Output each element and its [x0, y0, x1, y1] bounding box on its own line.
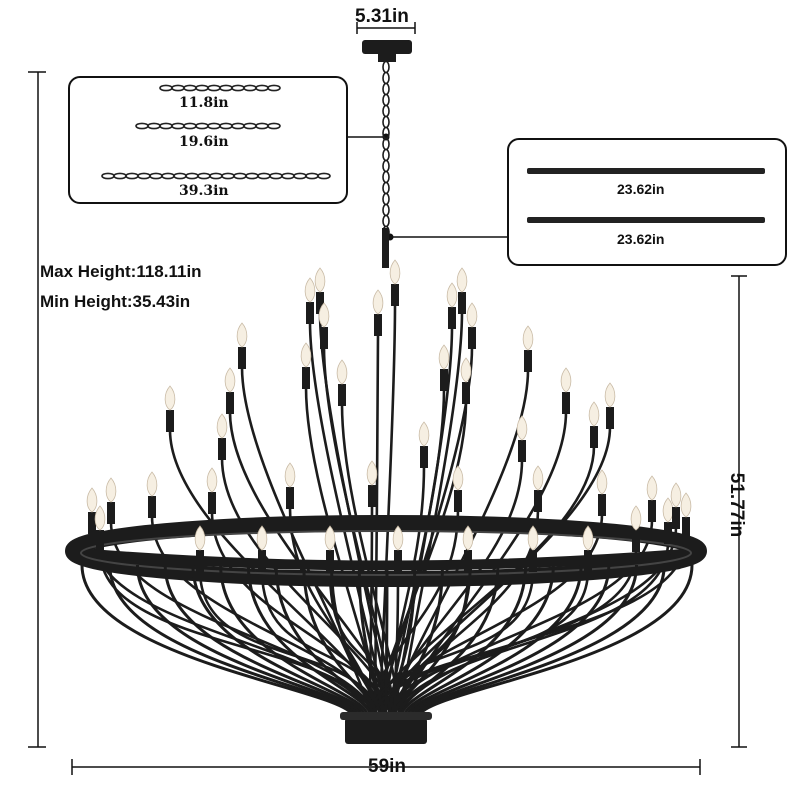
max-height-label: Max Height:118.11in [40, 262, 202, 281]
chain-length-label-2: 19.6in [179, 134, 229, 150]
rod-length-label-1: 23.62in [617, 181, 665, 197]
dimension-lines [28, 22, 747, 775]
hanging-chain [382, 60, 390, 239]
candle-lights [86, 259, 692, 572]
rod-length-label-2: 23.62in [617, 231, 665, 247]
canopy-width-label: 5.31in [355, 6, 409, 27]
chain-length-label-3: 39.3in [179, 183, 229, 199]
chain-length-label-1: 11.8in [179, 95, 229, 111]
bottom-finial [340, 712, 432, 744]
downrod [382, 228, 389, 268]
canopy [362, 40, 412, 62]
fixture-width-label: 59in [368, 756, 407, 777]
rod-options-callout [507, 138, 787, 266]
fixture-height-label: 51.77in [726, 472, 747, 538]
min-height-label: Min Height:35.43in [40, 292, 191, 311]
chandelier-lower-cage [80, 564, 694, 717]
chain-options-callout [68, 76, 348, 204]
